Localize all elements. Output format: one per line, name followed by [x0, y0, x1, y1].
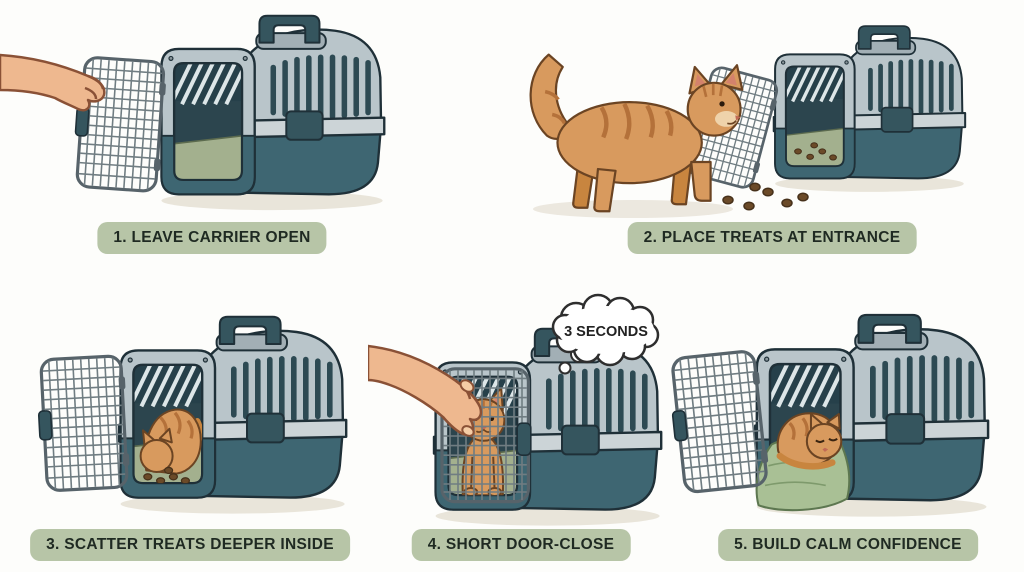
carrier-illustration — [70, 16, 385, 210]
step-label-3: 3. SCATTER TREATS DEEPER INSIDE — [30, 529, 350, 561]
step-label-text: 2. PLACE TREATS AT ENTRANCE — [643, 229, 901, 246]
cat-eating-inside — [139, 408, 203, 484]
step-label-5: 5. BUILD CALM CONFIDENCE — [718, 529, 978, 561]
wire-door-open — [34, 353, 133, 493]
hand-touching-door — [368, 344, 483, 437]
thought-bubble: 3 SECONDS — [551, 293, 660, 375]
step-label-text: 3. SCATTER TREATS DEEPER INSIDE — [46, 536, 334, 553]
wire-door-open — [665, 348, 773, 495]
step-4-illustration: 3 SECONDS — [368, 293, 668, 528]
step-label-text: 5. BUILD CALM CONFIDENCE — [734, 536, 962, 553]
cat-shadow — [533, 200, 733, 218]
step-1-illustration — [0, 5, 390, 217]
cat-walking — [529, 53, 744, 213]
step-3-illustration — [34, 288, 360, 526]
carrier-illustration — [665, 315, 988, 517]
thought-bubble-text: 3 SECONDS — [564, 324, 648, 340]
step-label-2: 2. PLACE TREATS AT ENTRANCE — [627, 222, 917, 254]
step-2-illustration — [529, 8, 970, 218]
step-label-text: 4. SHORT DOOR-CLOSE — [427, 536, 615, 553]
carrier-illustration — [34, 317, 346, 514]
step-label-4: 4. SHORT DOOR-CLOSE — [411, 529, 631, 561]
step-5-illustration — [665, 288, 1015, 526]
step-label-text: 1. LEAVE CARRIER OPEN — [113, 229, 311, 246]
cat-sleeping — [776, 412, 843, 470]
hand-opening-door — [0, 53, 106, 112]
step-label-1: 1. LEAVE CARRIER OPEN — [97, 222, 327, 254]
